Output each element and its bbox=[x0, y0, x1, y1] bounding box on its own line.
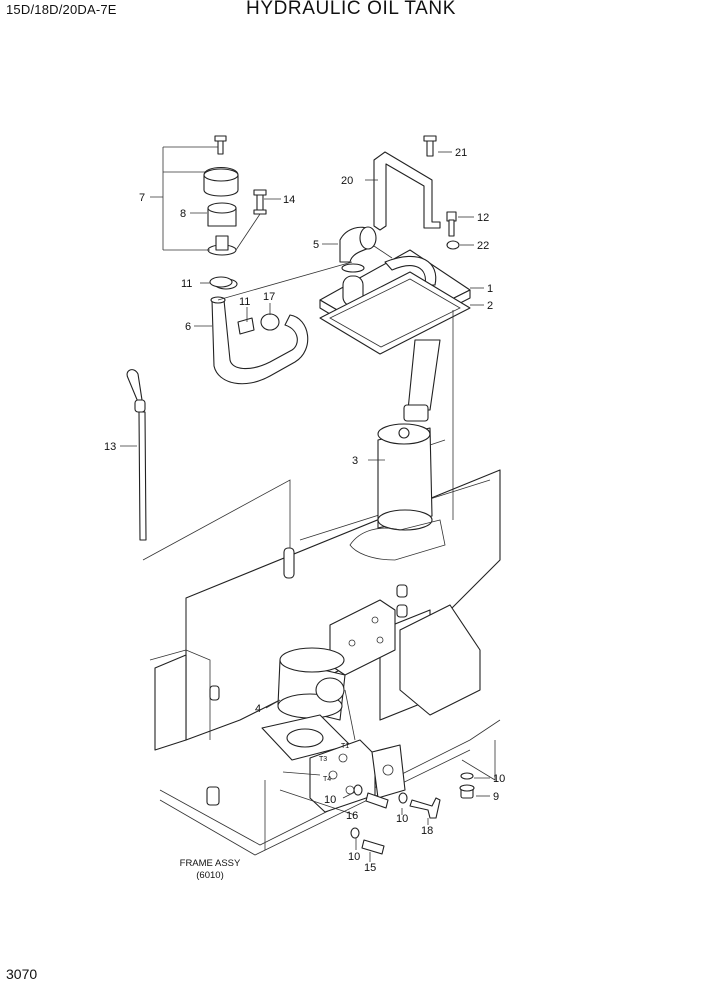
callout-14: 14 bbox=[283, 194, 295, 206]
callout-1: 1 bbox=[487, 283, 493, 295]
callout-15: 15 bbox=[364, 862, 376, 874]
port-mark-t3: T3 bbox=[319, 756, 327, 763]
callout-10d: 10 bbox=[348, 851, 360, 863]
callout-2: 2 bbox=[487, 300, 493, 312]
callout-11a: 11 bbox=[181, 278, 192, 290]
bolt-part-12 bbox=[446, 211, 457, 237]
callout-6: 6 bbox=[185, 321, 191, 333]
callout-8: 8 bbox=[180, 208, 186, 220]
hose-part-6 bbox=[210, 296, 309, 385]
gasket-part-2 bbox=[319, 271, 471, 355]
bolt-part-14 bbox=[253, 189, 267, 215]
callout-10a: 10 bbox=[493, 773, 505, 785]
frame-assembly-name: FRAME ASSY bbox=[179, 858, 241, 869]
dipstick-part-13 bbox=[126, 369, 147, 541]
frame-assembly bbox=[149, 469, 501, 856]
page-number: 3070 bbox=[6, 966, 38, 982]
leader-lines bbox=[120, 146, 496, 862]
callout-16: 16 bbox=[346, 810, 358, 822]
callout-9: 9 bbox=[493, 791, 499, 803]
fitting-part-15 bbox=[361, 839, 385, 855]
strainer-part-3 bbox=[349, 339, 446, 561]
callout-11b: 11 bbox=[239, 296, 250, 308]
elbow-part-5 bbox=[339, 226, 377, 273]
frame-assembly-label: FRAME ASSY (6010) bbox=[160, 858, 260, 882]
port-mark-t1: T1 bbox=[341, 743, 349, 750]
callout-20: 20 bbox=[341, 175, 353, 187]
callout-18: 18 bbox=[421, 825, 433, 837]
callout-13: 13 bbox=[104, 441, 116, 453]
callout-12: 12 bbox=[477, 212, 489, 224]
return-filter-part-4 bbox=[261, 647, 351, 761]
model-code: 15D/18D/20DA-7E bbox=[6, 2, 117, 17]
callout-7: 7 bbox=[139, 192, 145, 204]
breather-part-7 bbox=[203, 135, 239, 290]
o-ring-part-22 bbox=[446, 240, 460, 250]
plug-part-9 bbox=[459, 784, 475, 799]
callout-22: 22 bbox=[477, 240, 489, 252]
callout-10b: 10 bbox=[324, 794, 336, 806]
clamp-part-17 bbox=[260, 313, 280, 331]
callout-5: 5 bbox=[313, 239, 319, 251]
page-title: HYDRAULIC OIL TANK bbox=[246, 0, 456, 19]
callout-labels: 7 8 14 5 11 11 17 6 20 21 12 22 1 2 3 13… bbox=[104, 147, 505, 874]
callout-3: 3 bbox=[352, 455, 358, 467]
callout-4: 4 bbox=[255, 703, 261, 715]
frame-assembly-reference: (6010) bbox=[196, 870, 224, 881]
callout-10c: 10 bbox=[396, 813, 408, 825]
callout-17: 17 bbox=[263, 291, 275, 303]
callout-21: 21 bbox=[455, 147, 467, 159]
elbow-fitting-part-18 bbox=[409, 797, 441, 819]
o-rings-part-10 bbox=[350, 772, 474, 839]
fitting-part-16 bbox=[365, 792, 389, 809]
bolt-part-21 bbox=[423, 135, 437, 157]
bracket-part-20 bbox=[373, 151, 441, 231]
port-mark-t4: T4 bbox=[323, 776, 331, 783]
